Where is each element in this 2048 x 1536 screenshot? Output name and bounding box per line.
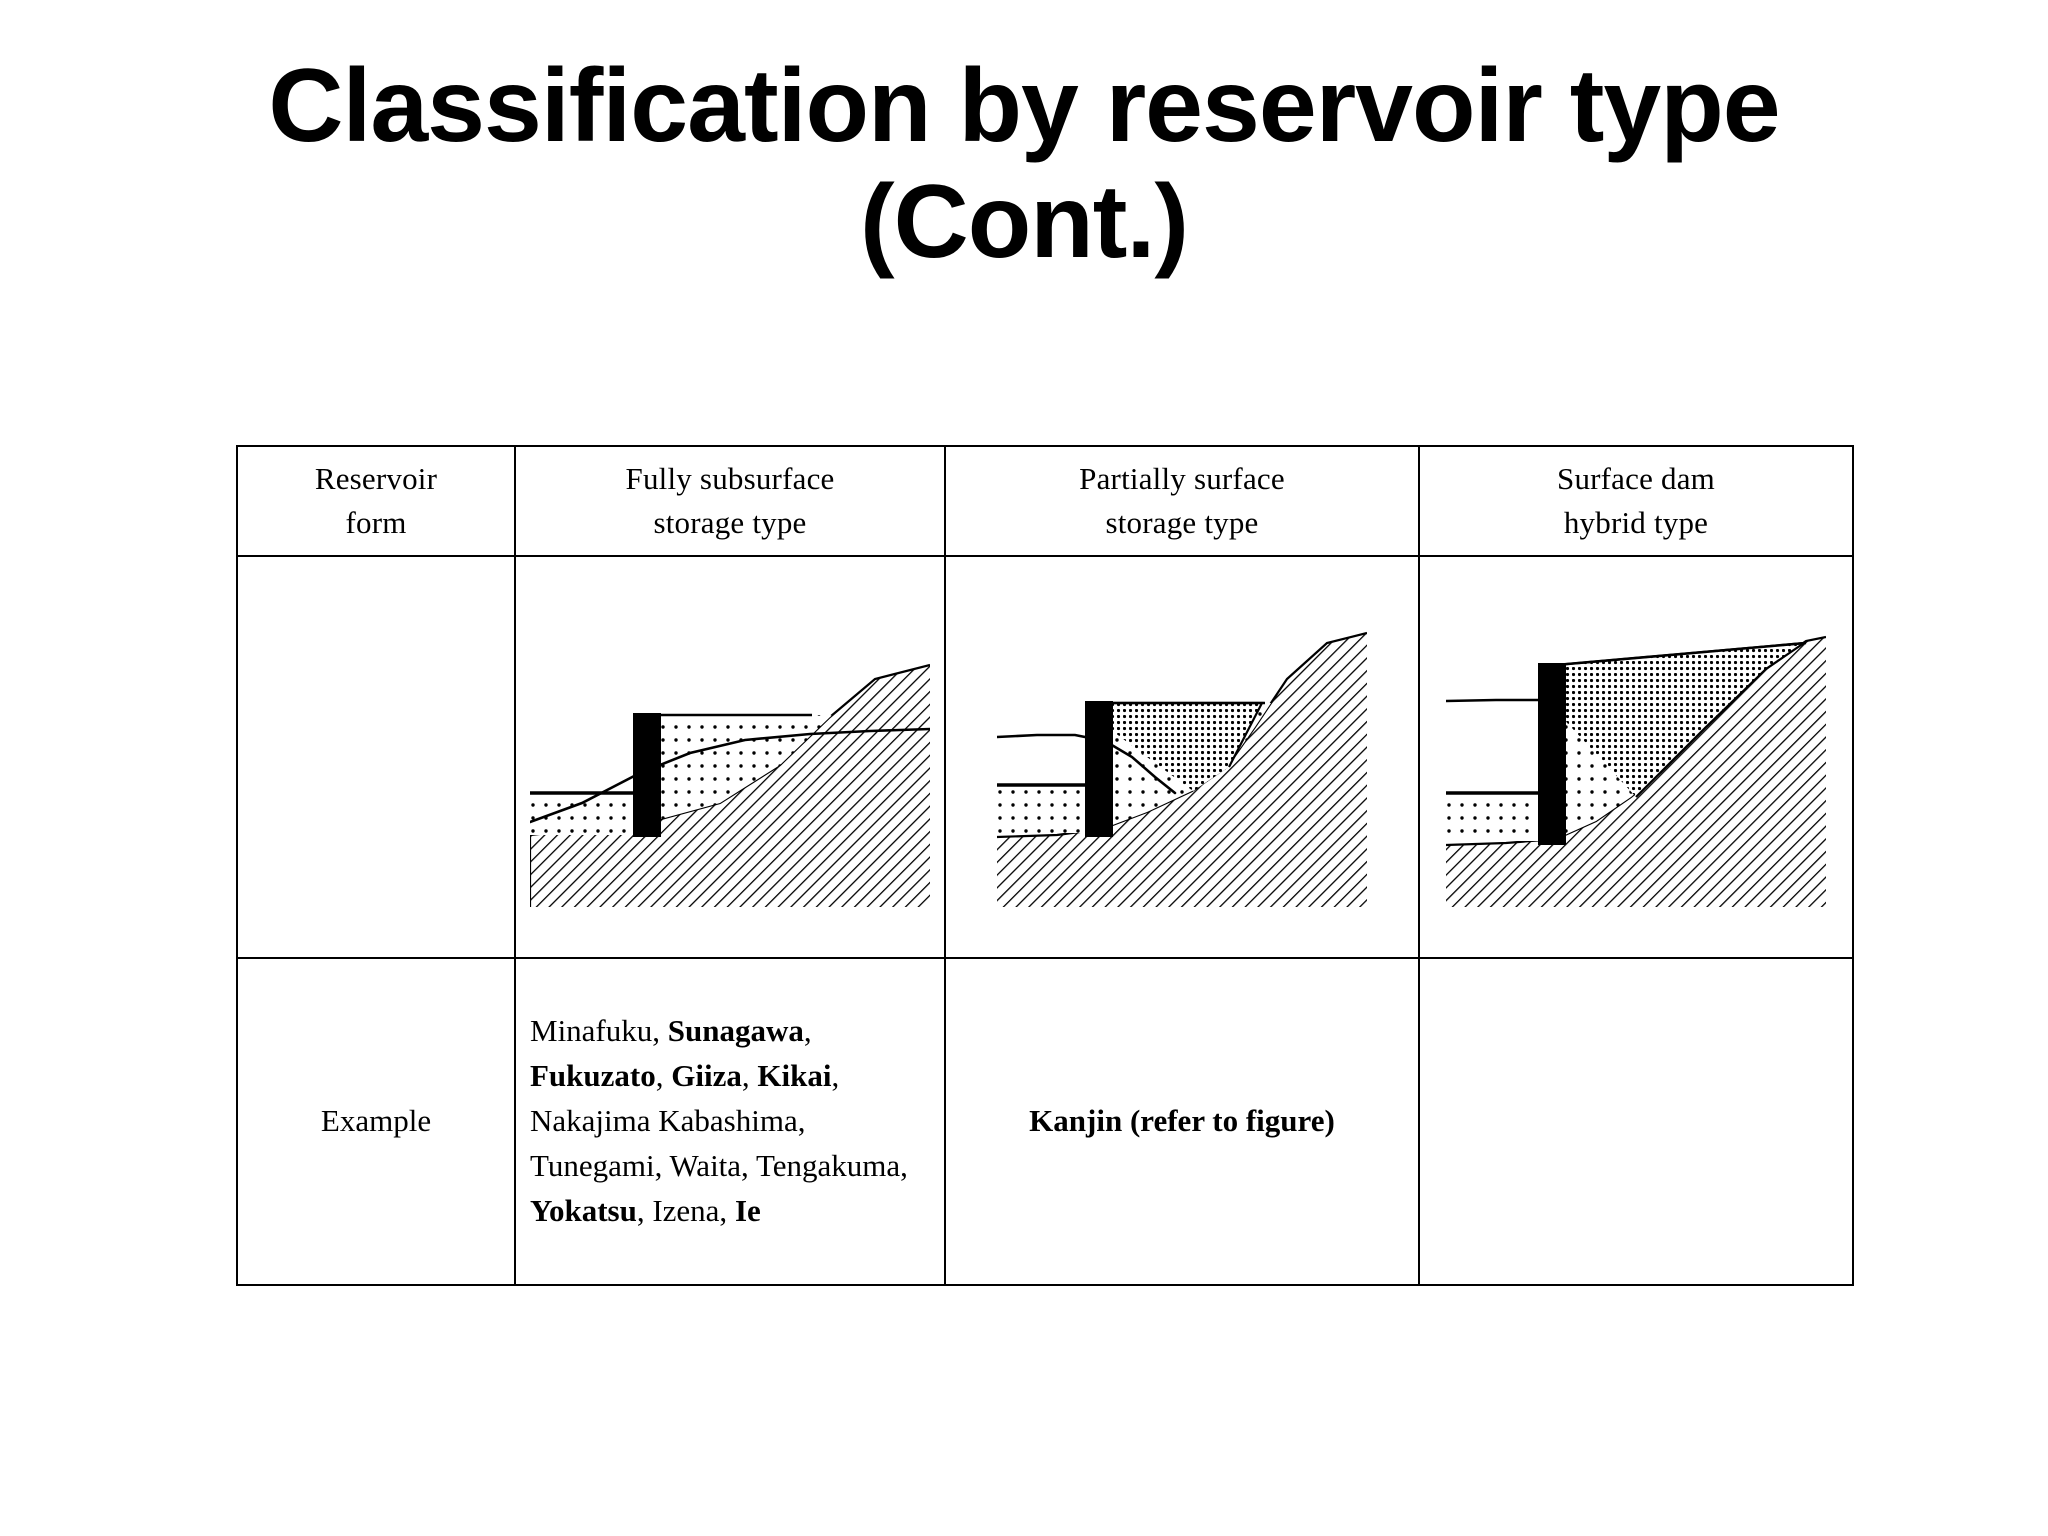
header-surface-dam-hybrid-line-2: hybrid type	[1563, 505, 1709, 540]
example-cell-partially-surface: Kanjin (refer to figure)	[944, 957, 1420, 1286]
figure-cell-surface-dam-hybrid	[1418, 555, 1854, 959]
ground-surface-line-b	[997, 733, 1177, 795]
example-cell-surface-dam-hybrid	[1418, 957, 1854, 1286]
fully-subsurface-storage-diagram	[530, 663, 930, 907]
reservoir-classification-table: Reservoir form Fully subsurface storage …	[236, 445, 1854, 1286]
aquifer-strip-left-c	[1446, 791, 1558, 841]
figure-cell-partially-surface	[944, 555, 1420, 959]
partially-surface-storage-diagram	[997, 631, 1367, 907]
header-fully-subsurface-line-2: storage type	[653, 505, 807, 540]
header-reservoir-form-line-1: Reservoir	[314, 460, 438, 496]
figure-row-label-cell	[236, 555, 516, 959]
example-cell-fully-subsurface: Minafuku, Sunagawa, Fukuzato, Giiza, Kik…	[514, 957, 946, 1286]
header-cell-reservoir-form: Reservoir form	[236, 445, 516, 557]
header-partially-surface-line-1: Partially surface	[1079, 460, 1285, 496]
example-row-label: Example	[320, 1103, 432, 1139]
header-fully-subsurface-line-1: Fully subsurface	[625, 460, 835, 496]
page-title-line-1: Classification by reservoir type	[268, 48, 1780, 164]
surface-dam-hybrid-diagram	[1446, 635, 1826, 907]
header-surface-dam-hybrid-line-1: Surface dam	[1557, 460, 1715, 496]
table-header-row: Reservoir form Fully subsurface storage …	[236, 445, 1854, 557]
header-cell-surface-dam-hybrid: Surface dam hybrid type	[1418, 445, 1854, 557]
ground-surface-line-c	[1446, 698, 1540, 703]
page-title-line-2: (Cont.)	[860, 164, 1189, 281]
aquifer-strip-left-b	[997, 783, 1104, 833]
cutoff-wall-b	[1085, 701, 1113, 837]
ground-surface-line-a	[530, 727, 930, 824]
cutoff-wall-c	[1538, 663, 1566, 845]
reservoir-water-level-c	[1555, 641, 1807, 667]
example-row-label-cell: Example	[236, 957, 516, 1286]
example-list-fully-subsurface: Minafuku, Sunagawa, Fukuzato, Giiza, Kik…	[530, 1013, 908, 1228]
header-partially-surface-line-2: storage type	[1105, 505, 1259, 540]
page-title: Classification by reservoir type (Cont.)	[0, 48, 2048, 281]
header-cell-partially-surface: Partially surface storage type	[944, 445, 1420, 557]
figure-cell-fully-subsurface	[514, 555, 946, 959]
header-reservoir-form-line-2: form	[345, 505, 407, 540]
table-figure-row	[236, 555, 1854, 959]
header-cell-fully-subsurface: Fully subsurface storage type	[514, 445, 946, 557]
table-example-row: Example Minafuku, Sunagawa, Fukuzato, Gi…	[236, 957, 1854, 1286]
